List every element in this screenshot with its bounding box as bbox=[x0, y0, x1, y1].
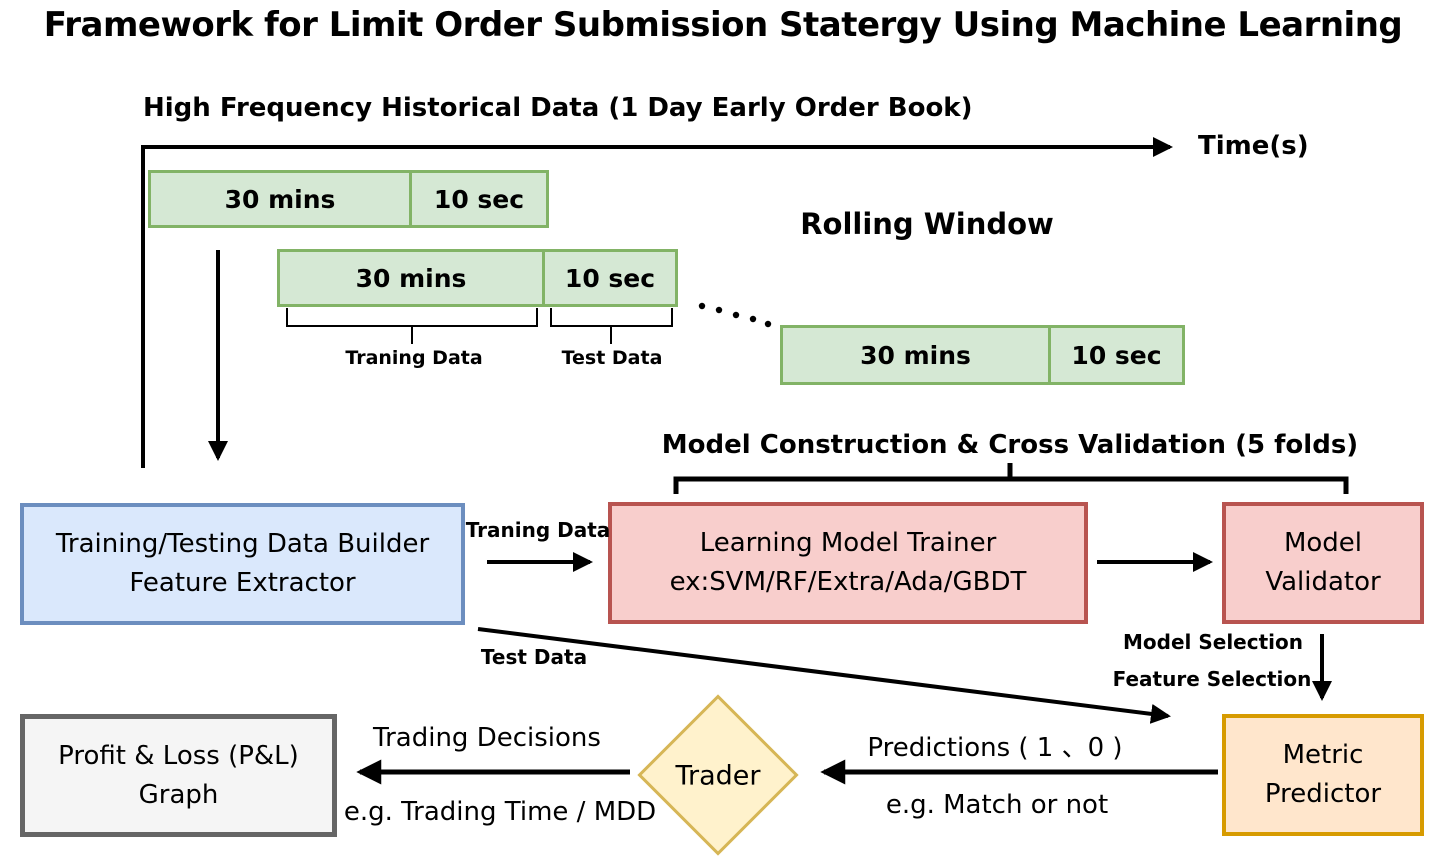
training-data-edge-label: Traning Data bbox=[465, 518, 611, 542]
test-brace-label: Test Data bbox=[561, 347, 663, 369]
window-row-3: 30 mins 10 sec bbox=[780, 325, 1185, 385]
rolling-window-label: Rolling Window bbox=[800, 207, 1054, 241]
window-2-test-cell: 10 sec bbox=[543, 249, 678, 307]
match-example-label: e.g. Match or not bbox=[885, 790, 1109, 820]
window-1-train-cell: 30 mins bbox=[148, 170, 412, 228]
pnl-graph-line1: Profit & Loss (P&L) bbox=[58, 740, 299, 771]
trading-decisions-label: Trading Decisions bbox=[373, 723, 601, 753]
pnl-graph-line2: Graph bbox=[138, 779, 219, 810]
feature-selection-label: Feature Selection bbox=[1112, 667, 1312, 691]
metric-predictor-line1: Metric bbox=[1282, 740, 1364, 770]
diagram-title: Framework for Limit Order Submission Sta… bbox=[43, 5, 1403, 45]
window-2-train-cell: 30 mins bbox=[277, 249, 545, 307]
predictions-label: Predictions ( 1 、0 ) bbox=[867, 733, 1123, 763]
rolling-window-dots bbox=[698, 302, 772, 328]
data-builder-line2: Feature Extractor bbox=[129, 568, 356, 598]
training-data-brace bbox=[286, 308, 538, 327]
model-trainer-node: Learning Model Trainer ex:SVM/RF/Extra/A… bbox=[608, 502, 1088, 624]
data-builder-line1: Training/Testing Data Builder bbox=[55, 529, 430, 559]
training-brace-label: Traning Data bbox=[345, 347, 483, 369]
model-selection-label: Model Selection bbox=[1123, 630, 1303, 654]
model-validator-node: Model Validator bbox=[1222, 502, 1424, 624]
data-builder-node: Training/Testing Data Builder Feature Ex… bbox=[20, 503, 465, 625]
trader-label: Trader bbox=[675, 760, 761, 792]
trading-time-example-label: e.g. Trading Time / MDD bbox=[343, 797, 657, 827]
test-data-edge-label: Test Data bbox=[480, 645, 588, 669]
model-trainer-line1: Learning Model Trainer bbox=[699, 528, 997, 558]
window-row-2: 30 mins 10 sec bbox=[277, 249, 678, 307]
metric-predictor-line2: Predictor bbox=[1264, 779, 1382, 809]
time-axis-label: Time(s) bbox=[1198, 131, 1309, 161]
model-trainer-line2: ex:SVM/RF/Extra/Ada/GBDT bbox=[669, 567, 1027, 597]
window-3-test-cell: 10 sec bbox=[1049, 325, 1185, 385]
cross-validation-bracket bbox=[673, 476, 1349, 494]
historical-data-heading: High Frequency Historical Data (1 Day Ea… bbox=[143, 93, 973, 123]
metric-predictor-node: Metric Predictor bbox=[1222, 714, 1424, 836]
test-data-brace bbox=[550, 308, 673, 327]
model-validator-line1: Model bbox=[1283, 528, 1363, 558]
cross-validation-heading: Model Construction & Cross Validation (5… bbox=[661, 430, 1359, 460]
window-3-train-cell: 30 mins bbox=[780, 325, 1051, 385]
window-1-test-cell: 10 sec bbox=[410, 170, 549, 228]
model-validator-line2: Validator bbox=[1265, 567, 1381, 597]
test-data-arrow bbox=[477, 627, 1171, 724]
window-row-1: 30 mins 10 sec bbox=[148, 170, 549, 228]
pnl-graph-node: Profit & Loss (P&L) Graph bbox=[20, 714, 337, 837]
